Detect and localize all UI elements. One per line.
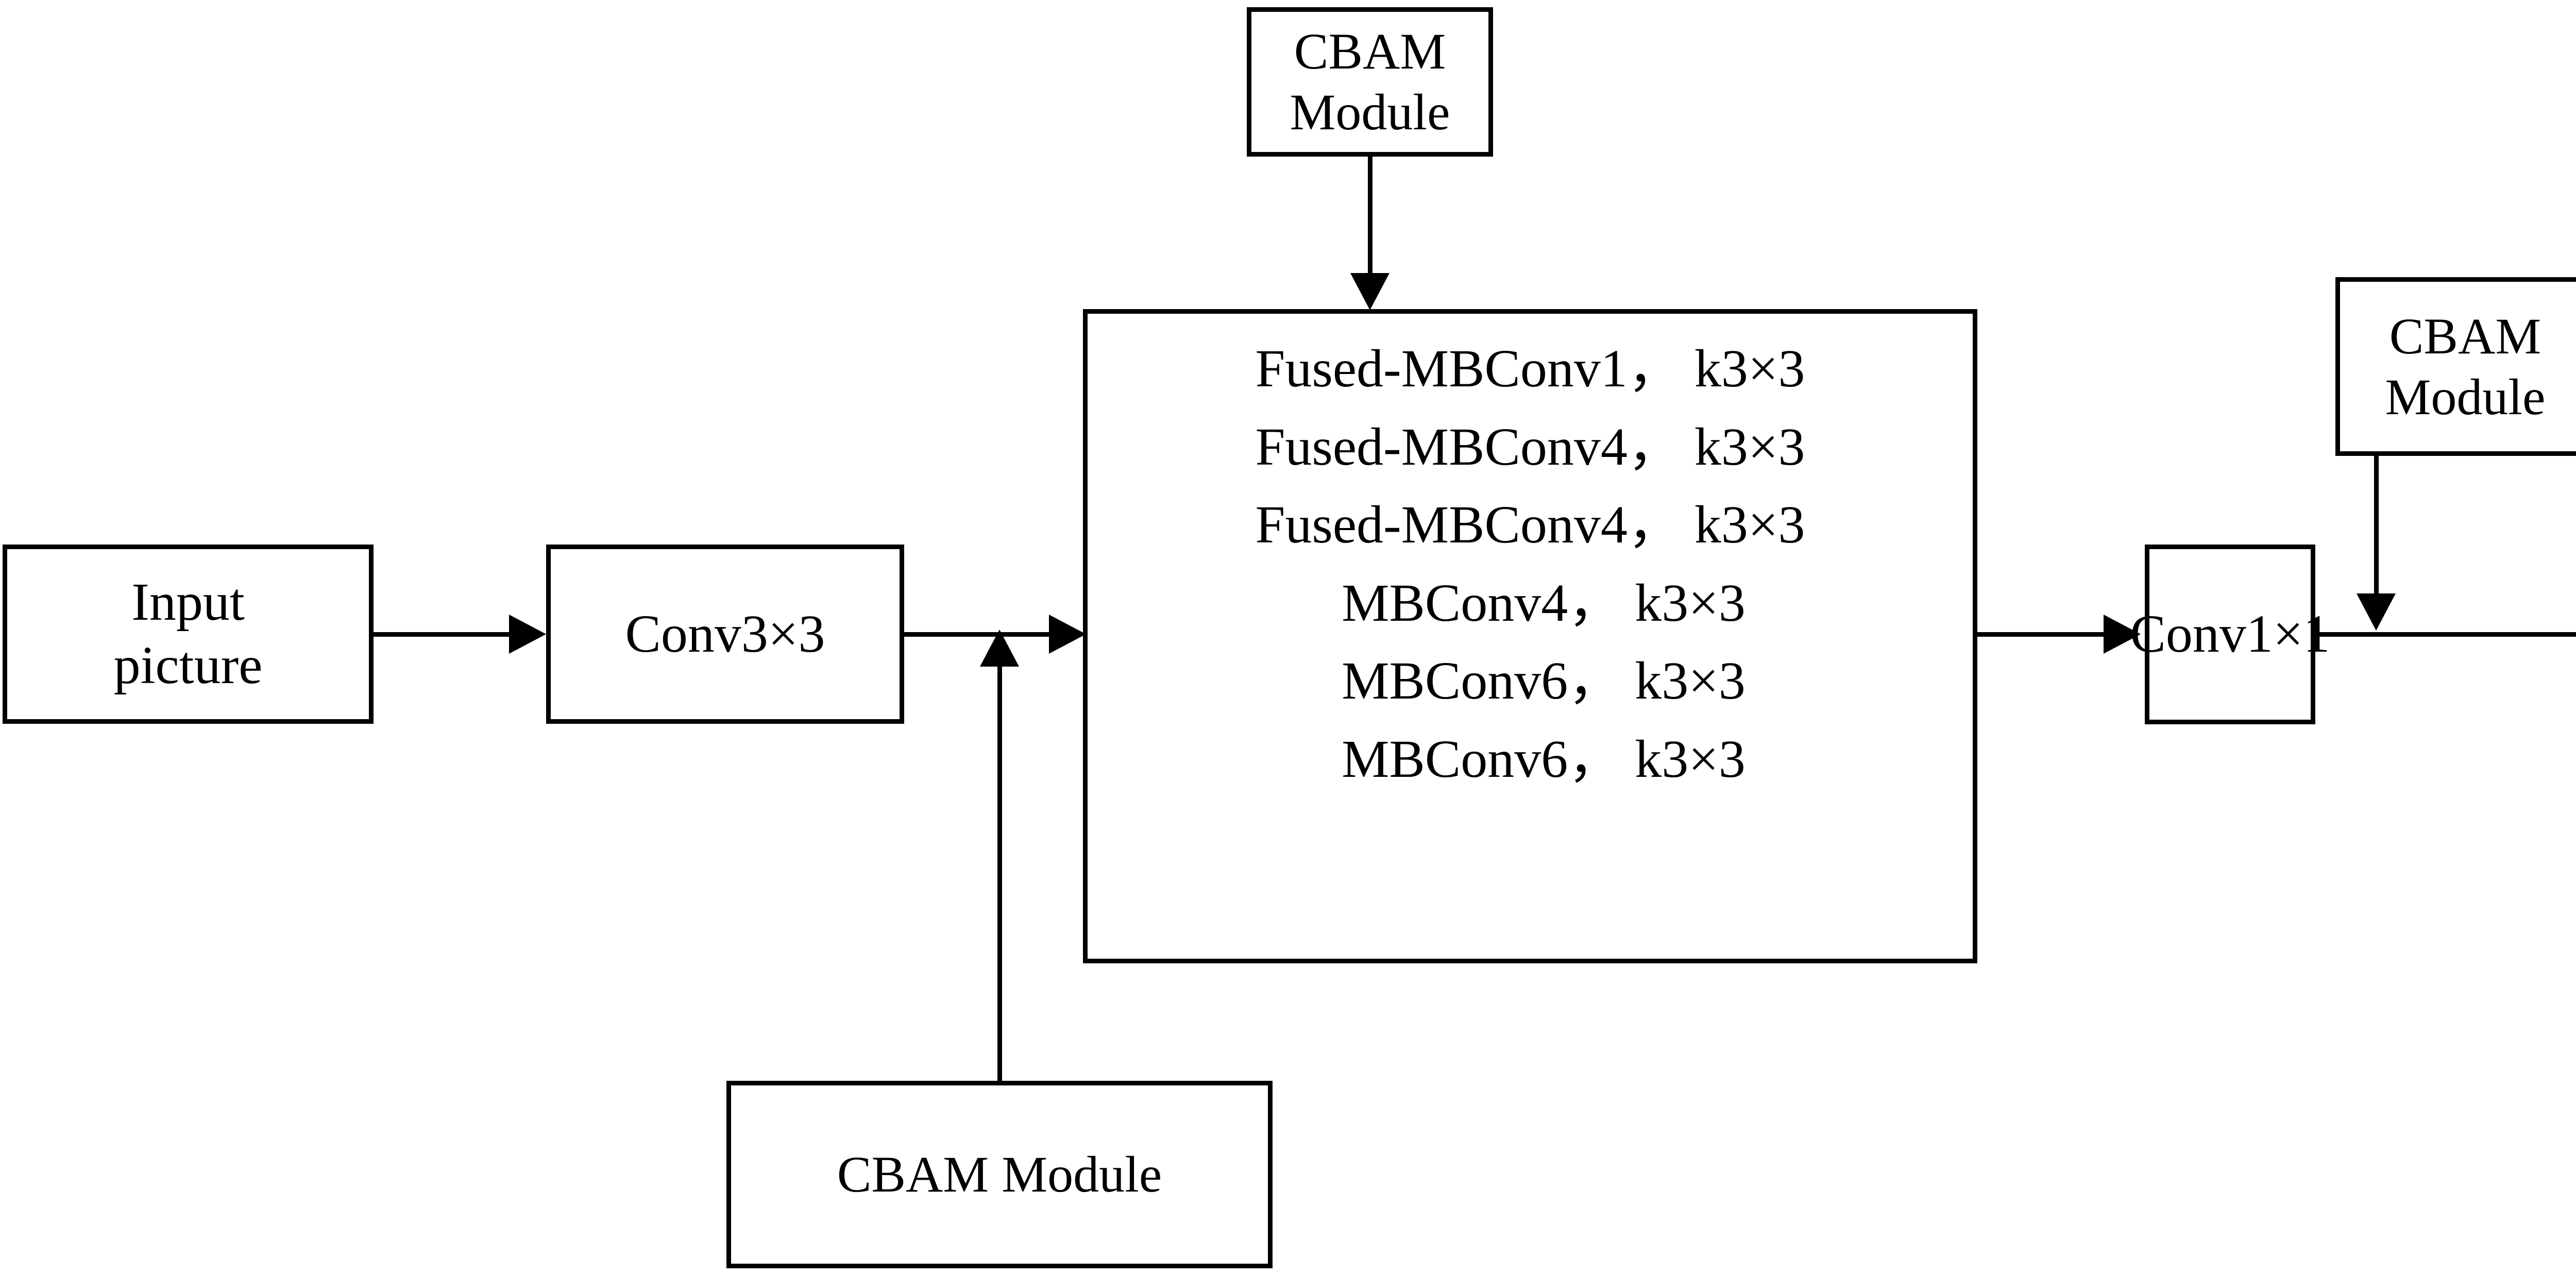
- edge-conv3x3-to-backbone-line: [904, 632, 1054, 637]
- backbone-stack-row: Fused-MBConv1， k3×3: [1255, 339, 1805, 398]
- node-input-picture-label: Input picture: [113, 572, 263, 695]
- node-conv3x3-label: Conv3×3: [625, 604, 825, 664]
- edge-cbam-right-to-link-line: [2374, 456, 2379, 596]
- node-cbam-module-right[interactable]: CBAM Module: [2335, 277, 2576, 456]
- backbone-stack-row: Fused-MBConv4， k3×3: [1255, 495, 1805, 555]
- node-cbam-module-top-label: CBAM Module: [1290, 23, 1450, 141]
- edge-input-to-conv3x3-arrowhead: [509, 615, 546, 654]
- edge-cbam-right-to-link-arrowhead: [2357, 593, 2396, 631]
- edge-cbam-bottom-to-link-line: [997, 665, 1002, 1082]
- edge-conv3x3-to-backbone-arrowhead: [1049, 615, 1086, 654]
- node-conv1x1-label: Conv1×1: [2130, 604, 2330, 664]
- node-conv3x3[interactable]: Conv3×3: [546, 545, 904, 724]
- backbone-stack-row: Fused-MBConv4， k3×3: [1255, 417, 1805, 477]
- edge-backbone-to-conv1x1-arrowhead: [2104, 615, 2141, 654]
- backbone-stack-row: MBConv4， k3×3: [1315, 573, 1745, 633]
- edge-backbone-to-conv1x1-line: [1977, 632, 2106, 637]
- node-cbam-module-bottom[interactable]: CBAM Module: [726, 1081, 1273, 1268]
- backbone-stack-row: MBConv6， k3×3: [1315, 729, 1745, 789]
- node-input-picture[interactable]: Input picture: [3, 545, 374, 724]
- edge-cbam-bottom-to-link-arrowhead: [980, 630, 1019, 667]
- node-conv1x1[interactable]: Conv1×1: [2130, 545, 2330, 724]
- edge-conv1x1-to-pooling-line: [2315, 632, 2576, 637]
- backbone-stack-row: MBConv6， k3×3: [1315, 651, 1745, 711]
- edge-cbam-top-to-backbone-line: [1368, 157, 1372, 275]
- node-cbam-module-right-label: CBAM Module: [2385, 307, 2546, 426]
- node-cbam-module-top[interactable]: CBAM Module: [1247, 7, 1493, 157]
- node-backbone-stack[interactable]: Fused-MBConv1， k3×3 Fused-MBConv4， k3×3 …: [1083, 309, 1977, 963]
- node-cbam-module-bottom-label: CBAM Module: [837, 1146, 1162, 1203]
- edge-cbam-top-to-backbone-arrowhead: [1350, 273, 1389, 310]
- edge-input-to-conv3x3-line: [374, 632, 510, 637]
- backbone-stack-list: Fused-MBConv1， k3×3 Fused-MBConv4， k3×3 …: [1088, 314, 1973, 797]
